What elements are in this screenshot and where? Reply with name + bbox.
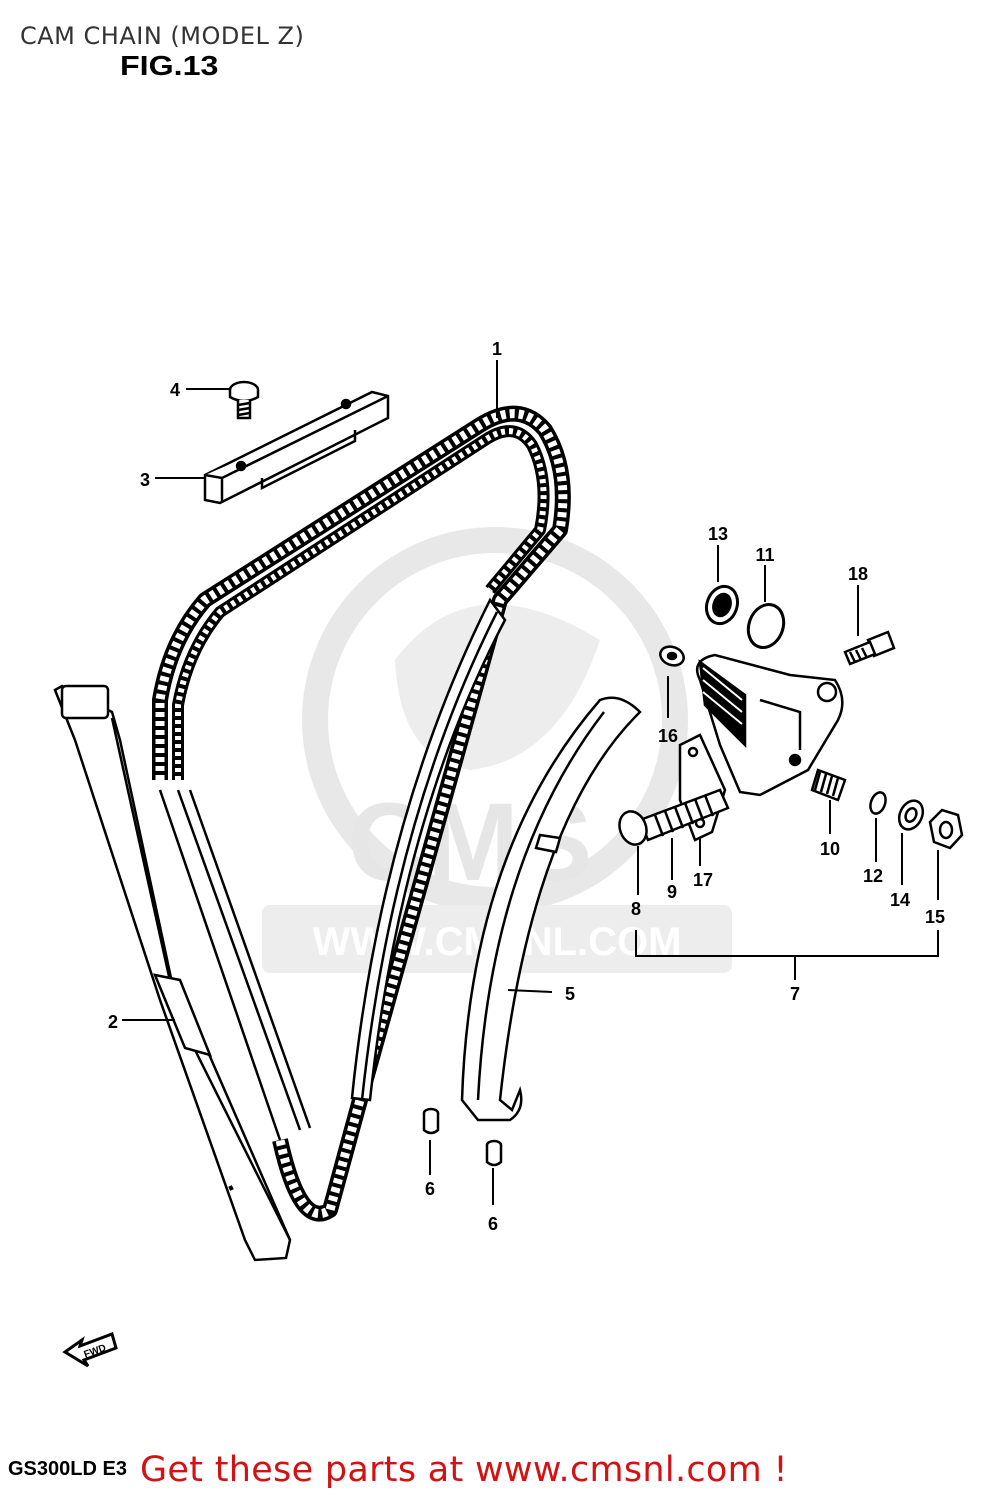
- callout-17: 17: [693, 870, 713, 890]
- part-6-dowel-pin-a: [422, 1107, 440, 1135]
- part-18-bolt: [843, 630, 896, 666]
- part-13-oil-seal: [704, 584, 740, 626]
- promo-link[interactable]: Get these parts at www.cmsnl.com !: [140, 1450, 788, 1490]
- callout-5: 5: [565, 984, 575, 1004]
- part-11-o-ring: [746, 603, 786, 649]
- callout-6a: 6: [425, 1179, 435, 1199]
- model-code: GS300LD E3: [8, 1458, 127, 1480]
- callout-6b: 6: [488, 1214, 498, 1234]
- leader-lines: [122, 360, 939, 1205]
- part-8-9-plunger: [618, 788, 730, 846]
- part-15-nut: [928, 808, 964, 850]
- callout-4: 4: [170, 380, 180, 400]
- part-5-chain-guide-right: [460, 696, 642, 1122]
- forward-arrow-icon: FWD: [62, 1332, 118, 1368]
- callout-14: 14: [890, 890, 910, 910]
- part-1-cam-chain: [152, 405, 571, 1222]
- page-title: CAM CHAIN (MODEL Z): [20, 22, 305, 50]
- part-chain-guide-left-rail: [158, 789, 312, 1141]
- callout-8: 8: [631, 899, 641, 919]
- callout-13: 13: [708, 524, 728, 544]
- part-chain-guide-center: [350, 597, 507, 1102]
- figure-label: FIG.13: [120, 50, 219, 81]
- callout-16: 16: [658, 726, 678, 746]
- callout-3: 3: [140, 470, 150, 490]
- callout-10: 10: [820, 839, 840, 859]
- callout-18: 18: [848, 564, 868, 584]
- part-16-washer: [659, 645, 685, 667]
- part-10-spring: [810, 768, 847, 802]
- part-12-washer: [869, 791, 887, 815]
- callout-1: 1: [492, 339, 502, 359]
- part-6-dowel-pin-b: [485, 1139, 503, 1167]
- callout-9: 9: [667, 882, 677, 902]
- callout-2: 2: [108, 1012, 118, 1032]
- part-tensioner-body: [695, 653, 844, 797]
- callout-labels: 1 2 3 4 5 6 6 7 8 9 10 11 12 13 14 15 16…: [108, 339, 945, 1234]
- part-4-bolt: [228, 380, 260, 420]
- callout-7: 7: [790, 984, 800, 1004]
- part-14-washer: [897, 799, 925, 831]
- part-3-guide-plate: [203, 390, 390, 505]
- callout-11: 11: [755, 545, 774, 565]
- part-2-chain-tensioner-guide: [53, 684, 292, 1262]
- callout-15: 15: [925, 907, 945, 927]
- callout-12: 12: [863, 866, 883, 886]
